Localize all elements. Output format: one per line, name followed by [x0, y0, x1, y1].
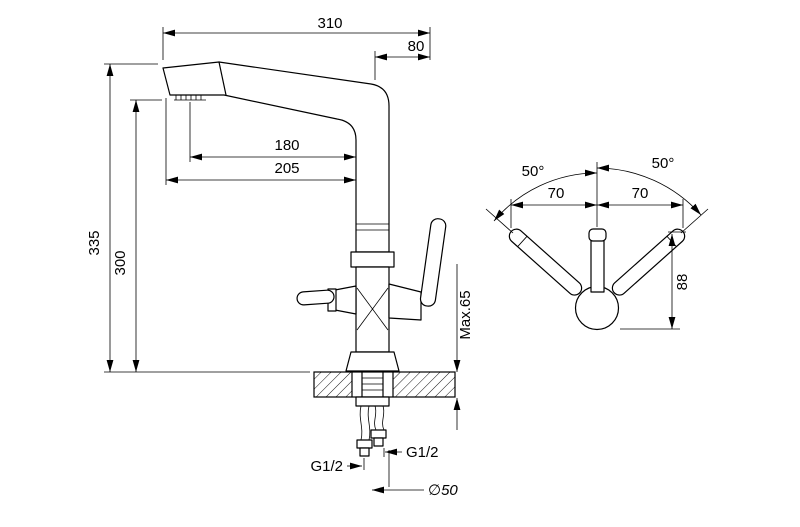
top-view: 50° 50° 70 70 88	[485, 155, 709, 331]
dim-88-label: 88	[674, 274, 691, 291]
angle-left-label: 50°	[522, 163, 545, 180]
dim-70s: 70 70	[510, 185, 684, 228]
boss-left	[334, 285, 357, 315]
dim-205-label: 205	[274, 160, 299, 177]
fitting-right	[370, 429, 387, 439]
lever-right	[419, 218, 447, 307]
dim-310: 310	[162, 15, 431, 60]
aerator	[174, 95, 206, 101]
boss-right	[388, 283, 422, 321]
angle-guides: 50° 50°	[485, 155, 709, 234]
body-circle	[574, 285, 620, 331]
dim-g12-right: G1/2	[383, 444, 439, 461]
spout-stem	[588, 228, 607, 293]
dim-dia50-label: ∅50	[428, 482, 458, 499]
dim-dia50: ∅50	[372, 450, 458, 499]
dim-205: 205	[165, 98, 356, 185]
body-collar	[350, 251, 395, 268]
dim-300: 300	[112, 99, 162, 372]
dim-335: 335	[86, 63, 310, 373]
base-flange	[345, 351, 400, 372]
dim-180: 180	[189, 102, 356, 162]
lock-nut	[355, 396, 390, 407]
dim-g12-right-label: G1/2	[406, 444, 439, 461]
dim-70-left-label: 70	[548, 185, 565, 202]
dim-g12-left-label: G1/2	[310, 458, 343, 475]
dim-335-label: 335	[86, 230, 103, 255]
lever-left	[296, 289, 335, 306]
fitting-left	[356, 439, 373, 449]
dim-g12-left: G1/2	[310, 458, 365, 475]
angle-arc-left	[493, 169, 598, 222]
nipple-left	[359, 447, 370, 457]
dim-80-label: 80	[408, 38, 425, 55]
dimensions-side: 310 80 180 205	[86, 15, 474, 499]
dim-max65-label: Max.65	[457, 290, 474, 339]
dim-180-label: 180	[274, 137, 299, 154]
dim-70-right-label: 70	[632, 185, 649, 202]
dim-300-label: 300	[112, 250, 129, 275]
dim-310-label: 310	[317, 15, 342, 32]
side-view: 310 80 180 205	[86, 15, 474, 499]
dim-80: 80	[374, 38, 430, 80]
spout-head-joint	[218, 61, 227, 96]
angle-arc-right	[596, 164, 702, 216]
under-counter-assembly	[355, 371, 390, 457]
hose-left	[359, 405, 363, 441]
faucet-body	[162, 61, 447, 372]
hose-right	[374, 405, 377, 431]
handle-left	[508, 228, 583, 296]
nipple-right	[373, 437, 384, 447]
countertop	[313, 371, 456, 398]
dim-max65: Max.65	[453, 264, 474, 430]
dim-88: 88	[620, 231, 691, 330]
angle-right-label: 50°	[652, 155, 675, 172]
